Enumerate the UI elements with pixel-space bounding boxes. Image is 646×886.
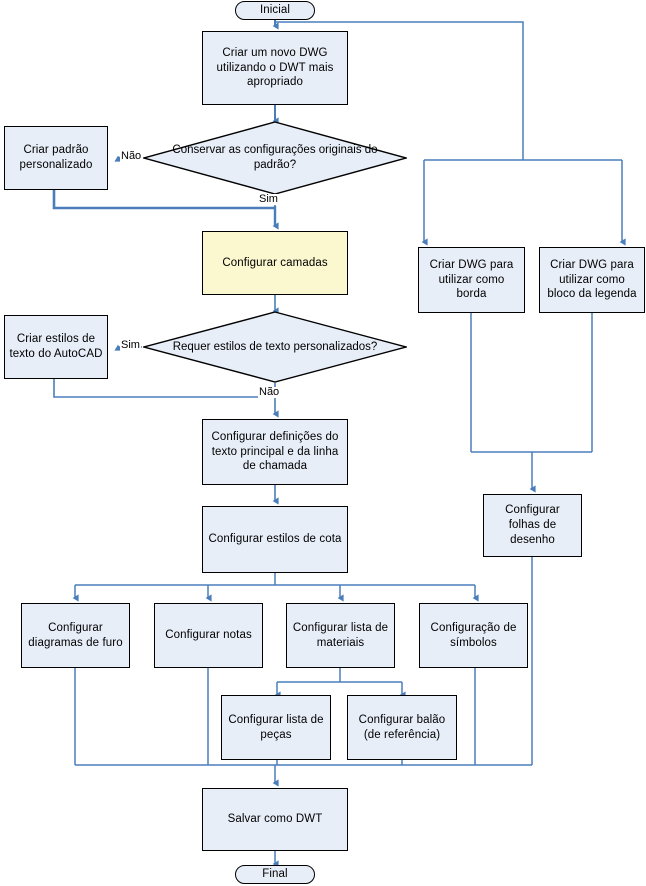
node-notes[interactable]: Configurar notas (154, 603, 263, 668)
node-start[interactable]: Inicial (235, 1, 315, 20)
node-start-label: Inicial (259, 4, 291, 17)
node-save-dwt-label: Salvar como DWT (227, 813, 323, 826)
node-text-leader[interactable]: Configurar definições do texto principal… (202, 419, 348, 485)
node-symbols-label: Configuração de símbolos (430, 621, 517, 649)
node-hole-charts-label: Configurar diagramas de furo (28, 621, 123, 649)
node-balloon-label: Configurar balão (de referência) (358, 713, 446, 741)
node-decision-textstyles-label: Requer estilos de texto personalizados? (172, 340, 378, 353)
node-dim-styles[interactable]: Configurar estilos de cota (202, 506, 348, 573)
node-save-dwt[interactable]: Salvar como DWT (202, 788, 348, 851)
node-bom[interactable]: Configurar lista de materiais (286, 603, 395, 668)
node-decision-defaults-label: Conservar as configurações originais do … (172, 144, 378, 171)
node-dwg-border[interactable]: Criar DWG para utilizar como borda (418, 247, 525, 313)
node-dim-styles-label: Configurar estilos de cota (208, 533, 342, 546)
edge-label-textstyles-no: Não (258, 386, 281, 398)
node-configure-layers[interactable]: Configurar camadas (202, 231, 348, 295)
decision-textstyles-shape (143, 311, 407, 383)
node-parts-list-label: Configurar lista de peças (228, 713, 324, 741)
node-dwg-legend[interactable]: Criar DWG para utilizar como bloco da le… (539, 247, 645, 313)
node-custom-standard[interactable]: Criar padrão personalizado (4, 126, 108, 190)
node-notes-label: Configurar notas (165, 629, 252, 642)
node-hole-charts[interactable]: Configurar diagramas de furo (21, 603, 130, 668)
node-balloon[interactable]: Configurar balão (de referência) (347, 695, 457, 760)
node-create-dwg[interactable]: Criar um novo DWG utilizando o DWT mais … (202, 31, 348, 105)
node-dwg-border-label: Criar DWG para utilizar como borda (429, 258, 514, 301)
node-parts-list[interactable]: Configurar lista de peças (221, 695, 331, 760)
node-end-label: Final (262, 868, 288, 881)
node-symbols[interactable]: Configuração de símbolos (419, 603, 528, 668)
node-sheets[interactable]: Configurar folhas de desenho (483, 494, 582, 557)
node-create-dwg-label: Criar um novo DWG utilizando o DWT mais … (216, 46, 334, 89)
node-text-leader-label: Configurar definições do texto principal… (211, 430, 339, 473)
node-configure-layers-label: Configurar camadas (222, 256, 328, 269)
edge-label-defaults-yes: Sim (258, 193, 279, 205)
node-autocad-textstyles-label: Criar estilos de texto do AutoCAD (9, 333, 103, 360)
edge-label-textstyles-yes: Sim (120, 339, 141, 351)
node-decision-textstyles[interactable]: Requer estilos de texto personalizados? (143, 311, 407, 383)
edge-label-defaults-no: Não (120, 150, 143, 162)
node-end[interactable]: Final (235, 865, 315, 884)
node-decision-defaults[interactable]: Conservar as configurações originais do … (143, 121, 407, 195)
node-bom-label: Configurar lista de materiais (292, 621, 389, 649)
node-dwg-legend-label: Criar DWG para utilizar como bloco da le… (547, 258, 637, 301)
node-custom-standard-label: Criar padrão personalizado (19, 144, 93, 171)
node-sheets-label: Configurar folhas de desenho (505, 504, 560, 546)
node-autocad-textstyles[interactable]: Criar estilos de texto do AutoCAD (4, 315, 108, 379)
